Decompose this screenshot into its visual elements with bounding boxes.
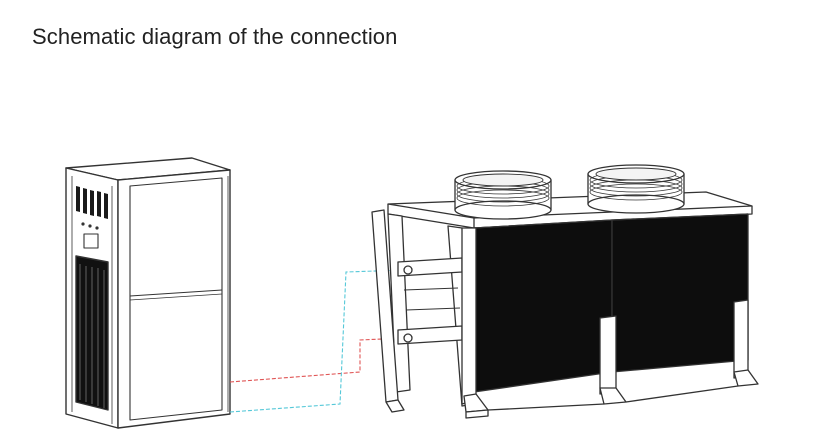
outdoor-top-plate xyxy=(387,191,753,219)
indoor-unit xyxy=(65,157,231,429)
base-skid xyxy=(463,393,489,413)
front-frame-left xyxy=(461,227,477,405)
indoor-control-panel xyxy=(81,222,99,249)
outdoor-unit xyxy=(371,164,759,419)
indoor-door-split xyxy=(129,289,223,297)
right-coil xyxy=(611,213,749,373)
fan-2 xyxy=(587,164,685,214)
indoor-top-vent xyxy=(76,186,108,219)
refrigerant-line-red xyxy=(229,337,405,383)
fan-1 xyxy=(454,170,552,220)
refrigerant-lines xyxy=(229,269,405,413)
page-title: Schematic diagram of the connection xyxy=(32,24,398,49)
refrigerant-line-blue xyxy=(229,269,405,413)
front-frame-mid xyxy=(599,315,617,395)
left-coil xyxy=(473,219,613,393)
pipe-header xyxy=(397,257,463,345)
front-frame-right xyxy=(733,299,749,379)
indoor-front-door xyxy=(129,177,223,421)
